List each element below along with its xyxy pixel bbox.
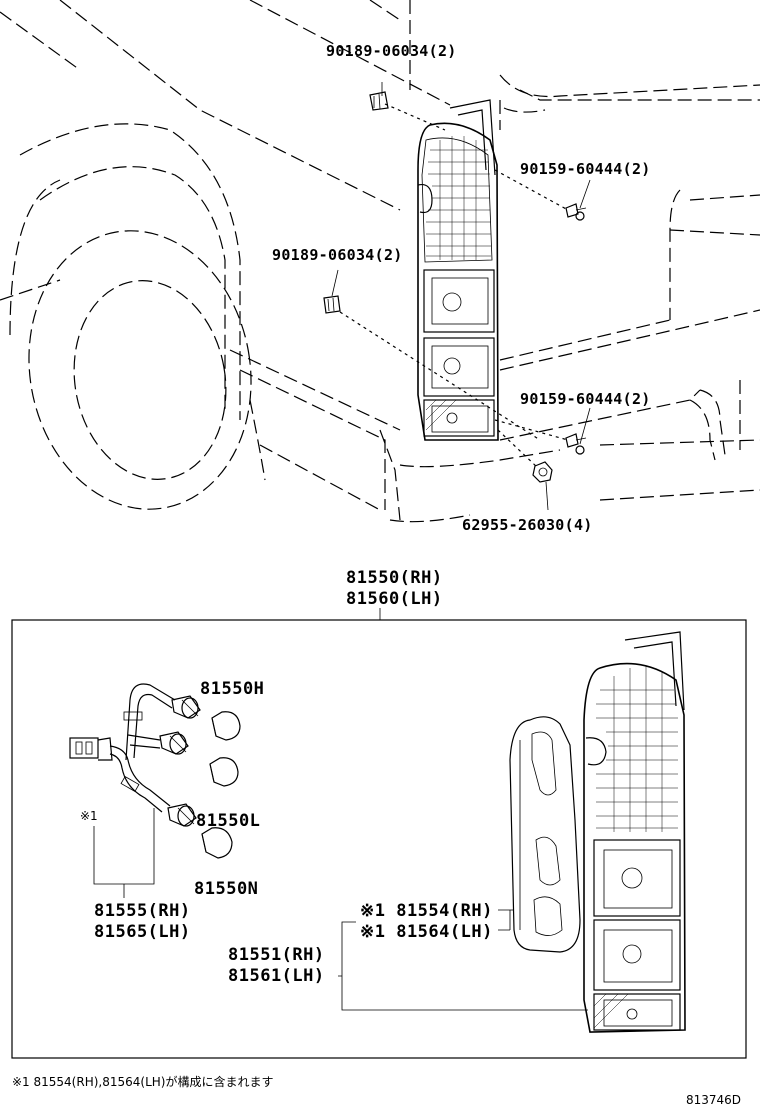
callout-assembly-lh: 81560(LH): [346, 589, 443, 609]
wiring-harness: [69, 683, 176, 813]
tail-lamp-lens-exploded: [583, 631, 686, 1033]
fastener-grommet: [532, 461, 553, 483]
exploded-view-frame: [11, 619, 747, 1059]
tail-lamp-installed: [417, 99, 499, 441]
bulb-l: [209, 757, 239, 787]
callout-bulb-n: 81550N: [194, 879, 258, 899]
callout-lens-lh: 81561(LH): [228, 966, 325, 986]
callout-grommet: 62955-26030(4): [462, 516, 593, 534]
fastener-leader-lines: [331, 82, 591, 511]
callout-assembly-rh: 81550(RH): [346, 568, 443, 588]
callout-socket-lh: 81565(LH): [94, 922, 191, 942]
bulb-socket-middle: [159, 731, 189, 755]
callout-bulb-l: 81550L: [196, 811, 260, 831]
callout-socket-rh: 81555(RH): [94, 901, 191, 921]
callout-clip-top: 90189-06034(2): [326, 42, 457, 60]
note-mark: ※1: [80, 809, 98, 823]
callout-screw-mid: 90159-60444(2): [520, 390, 651, 408]
lens-leader-lines: [338, 921, 588, 1011]
gasket-bracket-lines: [498, 909, 514, 931]
callout-lens-rh: 81551(RH): [228, 945, 325, 965]
fastener-screw-top: [565, 203, 587, 221]
fastener-clip-top: [369, 91, 389, 111]
bulb-socket-bottom: [167, 803, 197, 827]
fastener-clip-mid: [323, 295, 341, 314]
callout-screw-top: 90159-60444(2): [520, 160, 651, 178]
bulb-n: [201, 827, 233, 859]
socket-bracket-lines: [93, 808, 155, 898]
bulb-socket-top: [171, 695, 201, 719]
bulb-h: [211, 711, 241, 741]
gasket: [509, 716, 581, 953]
callout-clip-mid: 90189-06034(2): [272, 246, 403, 264]
callout-bulb-h: 81550H: [200, 679, 264, 699]
vehicle-body-outline: [0, 0, 760, 523]
callout-gasket-rh: ※1 81554(RH): [360, 901, 493, 921]
callout-gasket-lh: ※1 81564(LH): [360, 922, 493, 942]
footnote: ※1 81554(RH),81564(LH)が構成に含まれます: [12, 1074, 273, 1089]
diagram-id: 813746D: [686, 1093, 741, 1107]
fastener-screw-mid: [565, 433, 587, 455]
